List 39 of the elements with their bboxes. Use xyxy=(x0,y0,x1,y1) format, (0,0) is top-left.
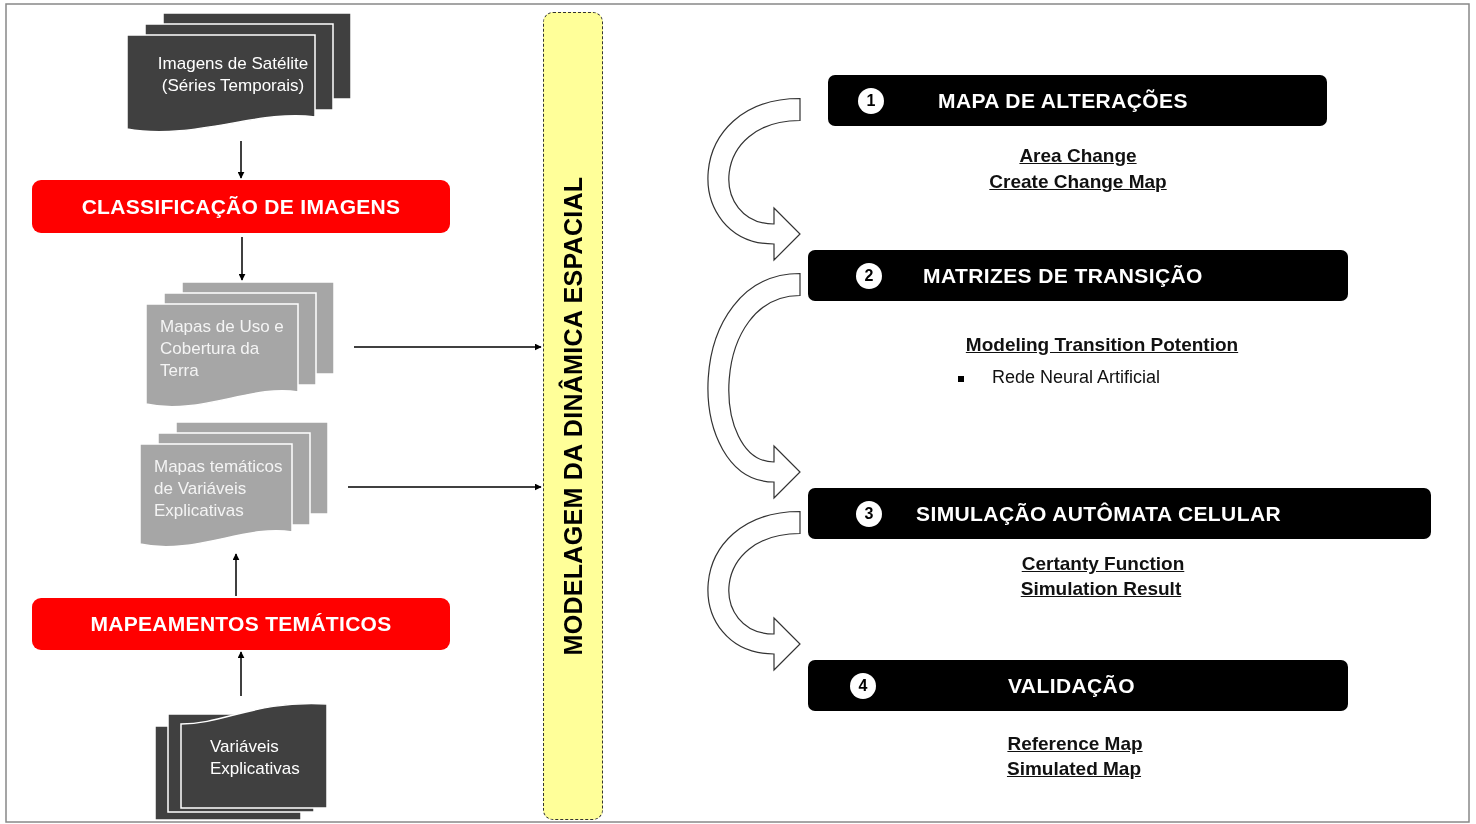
step-header xyxy=(808,488,1431,539)
box-title: MAPEAMENTOS TEMÁTICOS xyxy=(90,612,392,636)
step-number: 2 xyxy=(856,262,882,289)
node-label: Mapas temáticos de Variáveis Explicativas xyxy=(154,456,284,522)
dashed-band xyxy=(543,12,603,820)
function-link: Reference Map xyxy=(1007,733,1143,755)
function-link: Area Change xyxy=(1019,145,1137,167)
arrow xyxy=(347,483,542,491)
curved-block-arrow xyxy=(707,510,801,671)
process-box xyxy=(32,598,450,650)
function-link: Certanty Function xyxy=(1021,553,1185,575)
node-label: Variáveis Explicativas xyxy=(210,736,301,780)
step-number: 3 xyxy=(856,500,882,527)
function-link: Create Change Map xyxy=(989,171,1167,193)
step-title: VALIDAÇÃO xyxy=(1008,673,1135,698)
box-title: CLASSIFICAÇÃO DE IMAGENS xyxy=(81,194,401,219)
arrow xyxy=(353,343,542,351)
curved-block-arrow xyxy=(707,272,801,499)
curved-block-arrow xyxy=(707,97,801,261)
step-number: 4 xyxy=(850,672,876,699)
bullet-text: Rede Neural Artificial xyxy=(992,367,1161,388)
step-number: 1 xyxy=(858,87,884,114)
band-title: MODELAGEM DA DINÂMICA ESPACIAL xyxy=(558,176,588,656)
node-label: Mapas de Uso e Cobertura da Terra xyxy=(160,316,285,382)
node-label: Imagens de Satélite (Séries Temporais) xyxy=(156,53,310,97)
step-title: SIMULAÇÃO AUTÔMATA CELULAR xyxy=(916,501,1282,526)
function-link: Simulated Map xyxy=(1006,758,1142,780)
step-title: MATRIZES DE TRANSIÇÃO xyxy=(923,263,1203,288)
function-link: Simulation Result xyxy=(1020,578,1182,600)
arrow xyxy=(237,651,245,697)
function-link: Modeling Transition Potention xyxy=(965,334,1239,356)
process-box xyxy=(32,180,450,233)
step-header xyxy=(808,660,1348,711)
step-header xyxy=(808,250,1348,301)
arrow xyxy=(232,553,240,597)
step-title: MAPA DE ALTERAÇÕES xyxy=(938,88,1188,113)
step-header xyxy=(828,75,1327,126)
arrow xyxy=(237,140,245,179)
arrow xyxy=(238,236,246,281)
